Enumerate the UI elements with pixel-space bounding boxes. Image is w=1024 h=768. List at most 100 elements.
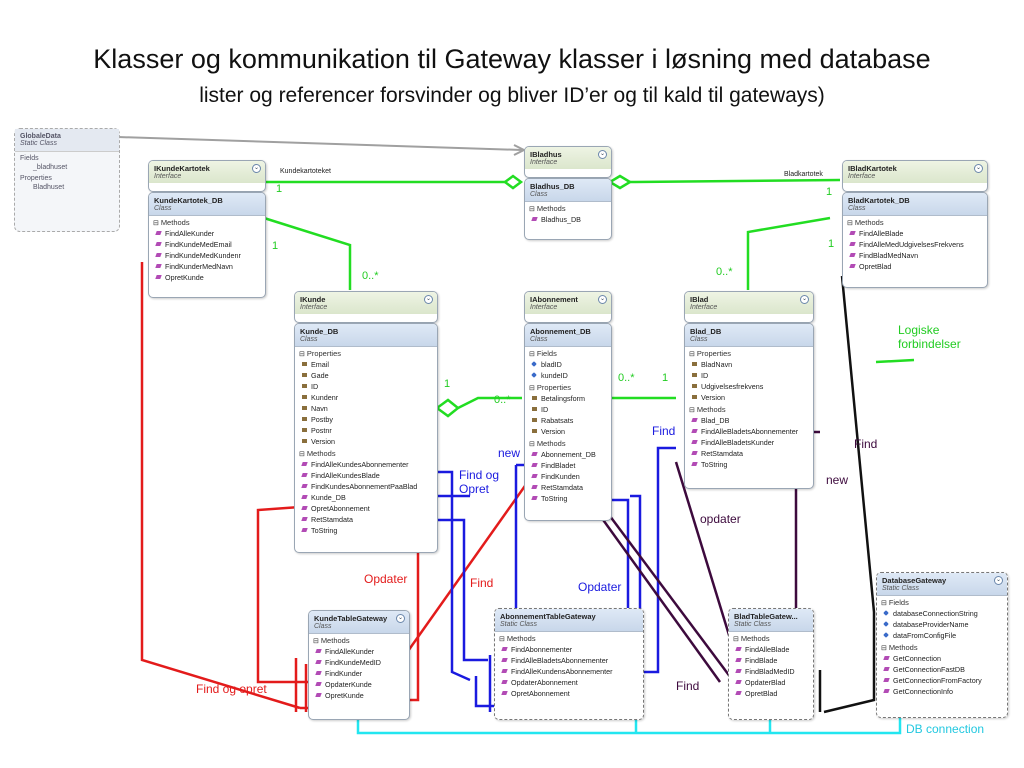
abonnement-gateway-box[interactable]: AbonnementTableGateway Static Class Meth… bbox=[494, 608, 644, 720]
method-item: FindKundesAbonnementPaaBlad bbox=[295, 481, 437, 492]
property-item: Version bbox=[525, 426, 611, 437]
method-item: FindAlleBladetsAbonnementer bbox=[685, 426, 813, 437]
globaldata-fields-label: Fields bbox=[20, 155, 39, 162]
property-item: BladNavn bbox=[685, 359, 813, 370]
ikunde-stereo: Interface bbox=[300, 304, 328, 311]
property-item: Postnr bbox=[295, 425, 437, 436]
iblad-kartotek-stereo: Interface bbox=[848, 173, 876, 180]
method-item: FindKunden bbox=[525, 471, 611, 482]
multiplicity-one: 1 bbox=[826, 186, 833, 198]
property-item: Postby bbox=[295, 414, 437, 425]
kunde-gateway-stereo: Class bbox=[314, 623, 332, 630]
method-item: FindBladet bbox=[525, 460, 611, 471]
property-item: ID bbox=[685, 370, 813, 381]
method-item: OpretBlad bbox=[843, 261, 987, 272]
annotation-opdater-red: Opdater bbox=[364, 572, 408, 586]
kunde-kartotek-db-box[interactable]: KundeKartotek_DB Class Methods FindAlleK… bbox=[148, 192, 266, 298]
annotation-find-blue: Find bbox=[652, 424, 676, 438]
property-item: Rabatsats bbox=[525, 415, 611, 426]
section-methods: Methods bbox=[309, 634, 409, 646]
abonnement-gateway-name: AbonnementTableGateway bbox=[500, 612, 596, 621]
expand-toggle-icon[interactable]: ⌄ bbox=[424, 295, 433, 304]
kunde-db-name: Kunde_DB bbox=[300, 327, 339, 336]
assoc-label-bladkartotek: Bladkartotek bbox=[784, 171, 823, 178]
gray-association-arrow bbox=[117, 136, 523, 151]
method-item: ToString bbox=[525, 493, 611, 504]
ibladhus-name: IBladhus bbox=[530, 150, 562, 159]
bladhus-db-box[interactable]: Bladhus_DB Class Methods Bladhus_DB bbox=[524, 178, 612, 240]
property-item: Version bbox=[685, 392, 813, 403]
globaldata-field-1: _bladhuset bbox=[33, 164, 68, 171]
blad-gateway-box[interactable]: BladTableGatew... Static Class Methods F… bbox=[728, 608, 814, 720]
kunde-db-box[interactable]: Kunde_DB Class Properties Email Gade ID … bbox=[294, 323, 438, 553]
iabonnement-stereo: Interface bbox=[530, 304, 558, 311]
green-associations bbox=[263, 174, 915, 418]
globaldata-box[interactable]: GlobaleData Static Class Fields _bladhus… bbox=[14, 128, 120, 232]
method-item: GetConnectionInfo bbox=[877, 686, 1007, 697]
method-item: OpretKunde bbox=[309, 690, 409, 701]
multiplicity-one: 1 bbox=[444, 378, 451, 390]
section-methods: Methods bbox=[877, 641, 1007, 653]
method-item: FindAlleKundesAbonnementer bbox=[295, 459, 437, 470]
iblad-name: IBlad bbox=[690, 295, 709, 304]
kunde-gateway-box[interactable]: KundeTableGateway Class ⌄ Methods FindAl… bbox=[308, 610, 410, 720]
method-item: FindKunderMedNavn bbox=[149, 261, 265, 272]
ikunde-kartotek-box[interactable]: IKundeKartotek Interface ⌄ bbox=[148, 160, 266, 192]
iblad-box[interactable]: IBlad Interface ⌄ bbox=[684, 291, 814, 323]
blad-db-name: Blad_DB bbox=[690, 327, 722, 336]
blad-gateway-name: BladTableGatew... bbox=[734, 612, 798, 621]
property-item: ID bbox=[525, 404, 611, 415]
kunde-kartotek-db-name: KundeKartotek_DB bbox=[154, 196, 223, 205]
ikunde-name: IKunde bbox=[300, 295, 326, 304]
expand-toggle-icon[interactable]: ⌄ bbox=[252, 164, 261, 173]
abonnement-db-name: Abonnement_DB bbox=[530, 327, 591, 336]
multiplicity-one: 1 bbox=[828, 238, 835, 250]
iblad-kartotek-box[interactable]: IBladKartotek Interface ⌄ bbox=[842, 160, 988, 192]
method-item: ToString bbox=[685, 459, 813, 470]
method-item: FindAlleBladetsKunder bbox=[685, 437, 813, 448]
section-methods: Methods bbox=[149, 216, 265, 228]
method-item: FindAlleBlade bbox=[729, 644, 813, 655]
method-item: Bladhus_DB bbox=[525, 214, 611, 225]
method-item: FindBlade bbox=[729, 655, 813, 666]
method-item: RetStamdata bbox=[295, 514, 437, 525]
section-methods: Methods bbox=[295, 447, 437, 459]
database-gateway-box[interactable]: DatabaseGateway Static Class ⌄ Fields da… bbox=[876, 572, 1008, 718]
method-item: Blad_DB bbox=[685, 415, 813, 426]
blad-db-box[interactable]: Blad_DB Class Properties BladNavn ID Udg… bbox=[684, 323, 814, 489]
property-item: Kundenr bbox=[295, 392, 437, 403]
expand-toggle-icon[interactable]: ⌄ bbox=[598, 150, 607, 159]
ibladhus-box[interactable]: IBladhus Interface ⌄ bbox=[524, 146, 612, 178]
field-item: databaseProviderName bbox=[877, 619, 1007, 630]
annotation-logiske-forbindelser: Logiske forbindelser bbox=[898, 323, 961, 351]
abonnement-gateway-stereo: Static Class bbox=[500, 621, 537, 628]
multiplicity-many: 0..* bbox=[716, 266, 733, 278]
method-item: GetConnection bbox=[877, 653, 1007, 664]
blad-kartotek-db-box[interactable]: BladKartotek_DB Class Methods FindAlleBl… bbox=[842, 192, 988, 288]
method-item: RetStamdata bbox=[685, 448, 813, 459]
property-item: Gade bbox=[295, 370, 437, 381]
globaldata-props-label: Properties bbox=[20, 175, 52, 182]
abonnement-db-box[interactable]: Abonnement_DB Class Fields bladID kundeI… bbox=[524, 323, 612, 521]
expand-toggle-icon[interactable]: ⌄ bbox=[396, 614, 405, 623]
annotation-find-red: Find bbox=[470, 576, 494, 590]
method-item: GetConnectionFromFactory bbox=[877, 675, 1007, 686]
section-methods: Methods bbox=[843, 216, 987, 228]
expand-toggle-icon[interactable]: ⌄ bbox=[598, 295, 607, 304]
kunde-gateway-name: KundeTableGateway bbox=[314, 614, 388, 623]
annotation-find-og-opret-blue: Find og Opret bbox=[459, 468, 500, 496]
method-item: FindAlleKundesBlade bbox=[295, 470, 437, 481]
expand-toggle-icon[interactable]: ⌄ bbox=[800, 295, 809, 304]
slide-title: Klasser og kommunikation til Gateway kla… bbox=[93, 44, 931, 74]
annotation-new-purple: new bbox=[826, 473, 849, 487]
annotation-opdater-purple: opdater bbox=[700, 512, 741, 526]
expand-toggle-icon[interactable]: ⌄ bbox=[974, 164, 983, 173]
iabonnement-box[interactable]: IAbonnement Interface ⌄ bbox=[524, 291, 612, 323]
expand-toggle-icon[interactable]: ⌄ bbox=[994, 576, 1003, 585]
blad-gateway-stereo: Static Class bbox=[734, 621, 771, 628]
annotation-db-connection: DB connection bbox=[906, 722, 985, 736]
method-item: FindAlleKunder bbox=[309, 646, 409, 657]
blad-kartotek-db-name: BladKartotek_DB bbox=[848, 196, 910, 205]
method-item: FindAlleKunder bbox=[149, 228, 265, 239]
ikunde-box[interactable]: IKunde Interface ⌄ bbox=[294, 291, 438, 323]
